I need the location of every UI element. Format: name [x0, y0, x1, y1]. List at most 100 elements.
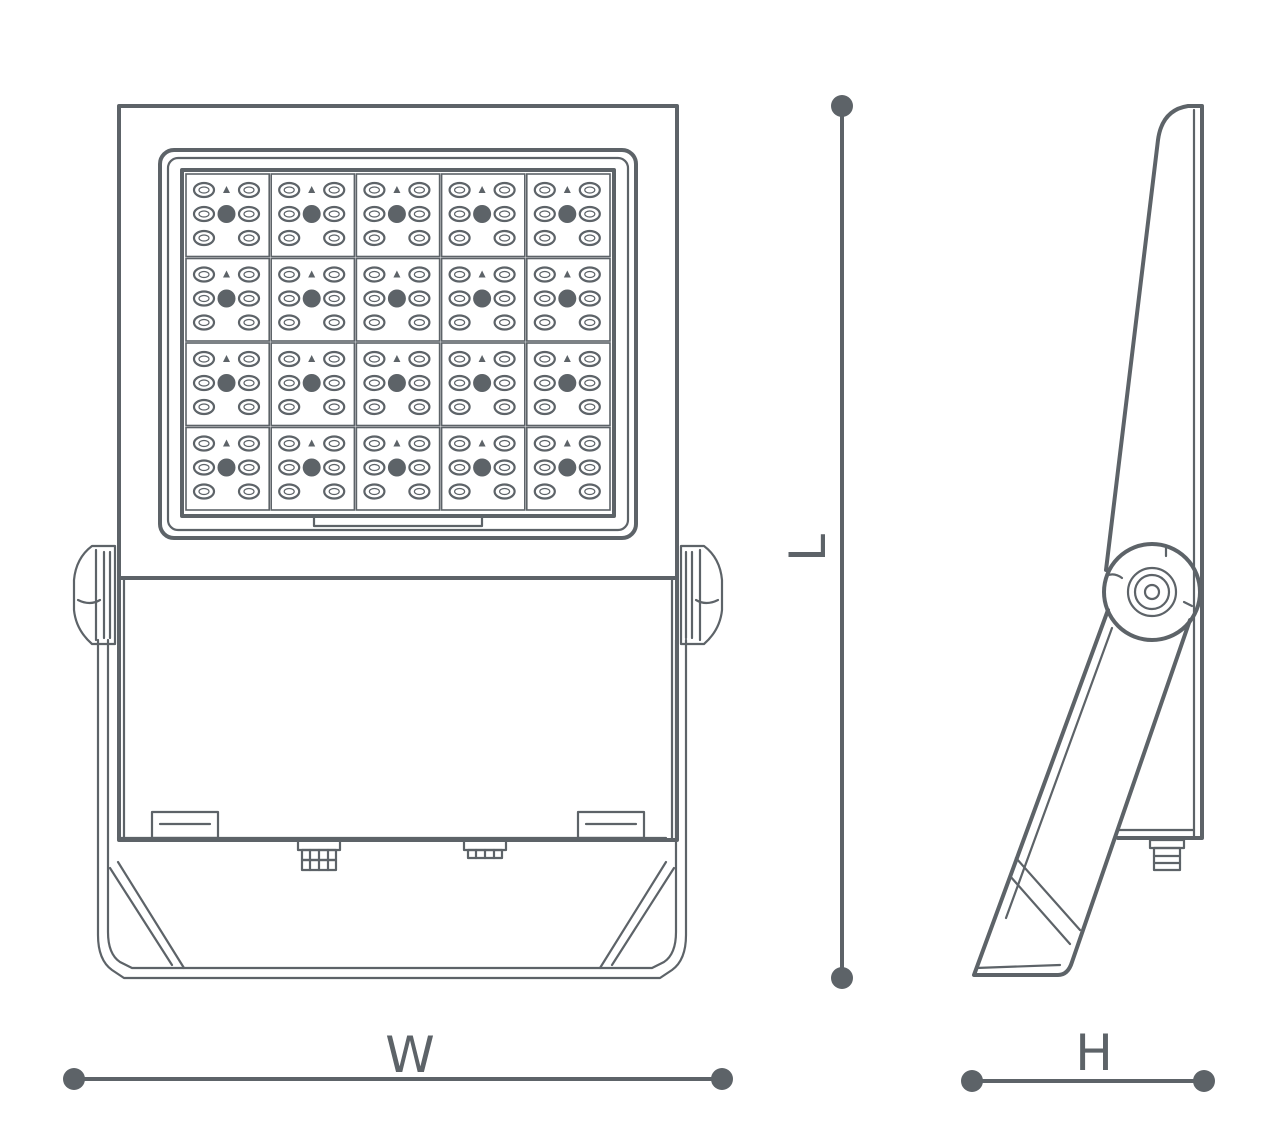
- led-lens: [237, 266, 261, 283]
- led-lens: [578, 350, 601, 368]
- left-pivot-knob: [72, 544, 117, 646]
- led-module: [440, 257, 526, 342]
- led-lens: [493, 266, 516, 283]
- marker-icon: [393, 439, 401, 447]
- led-centre-dot: [387, 458, 406, 477]
- cable-clip-left: [150, 810, 220, 840]
- led-lens: [493, 229, 516, 247]
- housing: [117, 104, 679, 842]
- led-lens: [192, 350, 216, 368]
- led-lens: [323, 181, 346, 199]
- led-module: [525, 342, 611, 427]
- led-lens: [237, 398, 261, 416]
- led-lens: [192, 483, 216, 500]
- led-lens: [408, 229, 431, 247]
- led-centre-dot: [387, 289, 406, 308]
- led-lens: [192, 459, 216, 476]
- led-lens: [493, 459, 516, 476]
- led-lens: [278, 205, 301, 223]
- led-centre-dot: [387, 374, 406, 392]
- mounting-bracket: [96, 638, 688, 980]
- height-right-endpoint: [1193, 1070, 1215, 1092]
- led-lens: [408, 266, 431, 283]
- marker-icon: [223, 186, 230, 193]
- led-module: [525, 426, 611, 511]
- led-centre-dot: [558, 374, 577, 392]
- led-lens: [493, 181, 516, 199]
- marker-icon: [308, 355, 316, 362]
- led-lens: [237, 483, 261, 500]
- led-lens: [578, 290, 601, 307]
- led-lens: [278, 374, 301, 392]
- led-lens: [408, 350, 431, 368]
- led-lens: [533, 374, 556, 392]
- led-lens: [363, 350, 386, 368]
- led-module: [185, 342, 270, 427]
- led-lens: [408, 374, 431, 392]
- led-lens: [323, 314, 346, 331]
- led-centre-dot: [217, 458, 236, 477]
- led-lens: [448, 350, 471, 368]
- led-lens: [578, 374, 601, 392]
- led-lens: [323, 459, 346, 476]
- led-lens: [493, 314, 516, 331]
- led-module: [270, 173, 356, 258]
- led-lens: [323, 266, 346, 283]
- led-lens: [323, 229, 346, 247]
- led-lens: [533, 314, 556, 331]
- led-centre-dot: [302, 205, 321, 223]
- length-bottom-endpoint: [831, 967, 853, 989]
- led-centre-dot: [558, 458, 577, 477]
- led-lens: [278, 435, 301, 452]
- led-lens: [448, 205, 471, 223]
- led-lens: [363, 459, 386, 476]
- led-lens: [192, 314, 216, 331]
- led-lens: [448, 398, 471, 416]
- led-centre-dot: [302, 374, 321, 392]
- led-lens: [533, 435, 556, 452]
- led-lens: [533, 229, 556, 247]
- led-lens: [533, 483, 556, 500]
- led-centre-dot: [558, 289, 577, 308]
- led-lens: [493, 290, 516, 307]
- length-dimension: L: [779, 95, 853, 989]
- led-lens: [323, 350, 346, 368]
- led-lens: [278, 181, 301, 199]
- led-module: [270, 426, 356, 511]
- led-centre-dot: [473, 374, 492, 392]
- led-lens: [237, 435, 261, 452]
- led-lens: [323, 435, 346, 452]
- side-housing: [1104, 104, 1204, 840]
- led-module: [355, 257, 441, 342]
- marker-icon: [223, 439, 230, 447]
- marker-icon: [478, 355, 486, 362]
- led-lens: [408, 398, 431, 416]
- led-panel: [158, 148, 638, 540]
- led-centre-dot: [302, 458, 321, 477]
- led-lens: [278, 398, 301, 416]
- led-lens: [192, 266, 216, 283]
- led-module: [355, 342, 441, 427]
- led-lens: [237, 374, 261, 392]
- led-module: [185, 426, 270, 511]
- led-module: [440, 426, 526, 511]
- led-lens: [448, 374, 471, 392]
- led-lens: [493, 398, 516, 416]
- led-centre-dot: [473, 289, 492, 308]
- led-lens: [408, 483, 431, 500]
- led-lens: [363, 181, 386, 199]
- led-lens: [493, 483, 516, 500]
- led-lens: [278, 459, 301, 476]
- led-lens: [237, 205, 261, 223]
- led-lens: [192, 181, 216, 199]
- side-view: [972, 104, 1204, 977]
- led-lens: [192, 290, 216, 307]
- led-module: [525, 257, 611, 342]
- led-lens: [448, 266, 471, 283]
- led-lens: [323, 205, 346, 223]
- led-centre-dot: [217, 205, 236, 223]
- led-centre-dot: [473, 205, 492, 223]
- led-lens: [578, 398, 601, 416]
- marker-icon: [393, 270, 401, 278]
- led-lens: [363, 314, 386, 331]
